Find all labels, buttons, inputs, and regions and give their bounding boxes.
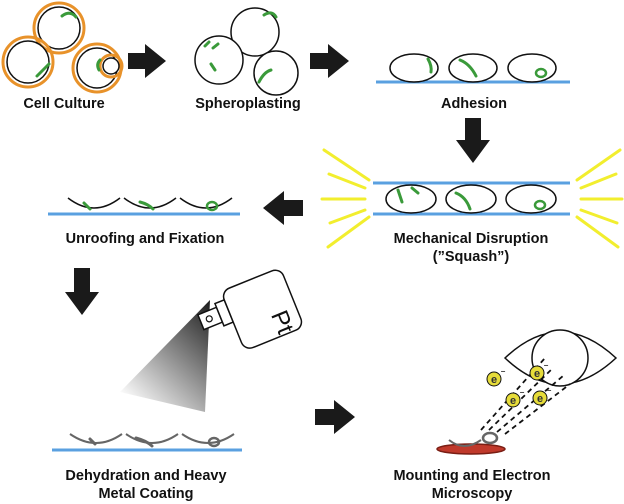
electron-icon: e − (486, 367, 506, 387)
electron-icon: e − (529, 361, 549, 381)
spheroplast-cell (230, 7, 280, 57)
mechanical-disruption-illustration (373, 181, 570, 216)
arrow-down-icon (65, 268, 99, 315)
electron-icon: e − (532, 386, 552, 406)
arrow-down-icon (456, 118, 490, 163)
arrow-right-icon (310, 44, 349, 78)
microscopy-label: Microscopy (432, 486, 513, 502)
svg-text:−: − (544, 361, 549, 370)
spheroplasting-label: Spheroplasting (195, 96, 301, 112)
arrow-left-icon (263, 191, 303, 225)
yeast-cell (32, 1, 86, 55)
coated-sample-illustration (52, 433, 242, 452)
dehydration-label: Dehydration and Heavy (65, 468, 226, 484)
svg-text:−: − (501, 367, 506, 376)
cell-culture-illustration (1, 1, 124, 94)
unroofing-illustration (48, 197, 240, 216)
arrow-right-icon (128, 44, 166, 78)
adhesion-label: Adhesion (441, 96, 507, 112)
arrow-right-icon (315, 400, 355, 434)
svg-text:−: − (547, 386, 552, 395)
cell-culture-label: Cell Culture (23, 96, 104, 112)
svg-text:e: e (534, 368, 540, 380)
mounting-label: Mounting and Electron (393, 468, 550, 484)
mechanical-disruption-label: Mechanical Disruption (394, 231, 549, 247)
yeast-cell (1, 35, 55, 89)
spheroplasting-illustration (194, 7, 299, 96)
yeast-cell (71, 42, 124, 94)
adhesion-illustration (376, 53, 570, 84)
spheroplast-cell (253, 50, 299, 96)
yellow-burst-lines (320, 148, 624, 249)
spray-can-icon (196, 269, 303, 349)
svg-text:e: e (537, 393, 543, 405)
electron-icon: e − (505, 388, 525, 408)
svg-text:−: − (520, 388, 525, 397)
metal-coating-label: Metal Coating (98, 486, 193, 502)
unroofing-label: Unroofing and Fixation (66, 231, 225, 247)
metal-spray-cone (120, 300, 210, 412)
svg-text:e: e (510, 395, 516, 407)
platinum-spray-illustration: Pt (120, 269, 303, 412)
svg-text:e: e (491, 374, 497, 386)
squash-label: (”Squash”) (433, 249, 510, 265)
spheroplast-cell (194, 35, 244, 85)
em-grid-sample (436, 431, 506, 455)
